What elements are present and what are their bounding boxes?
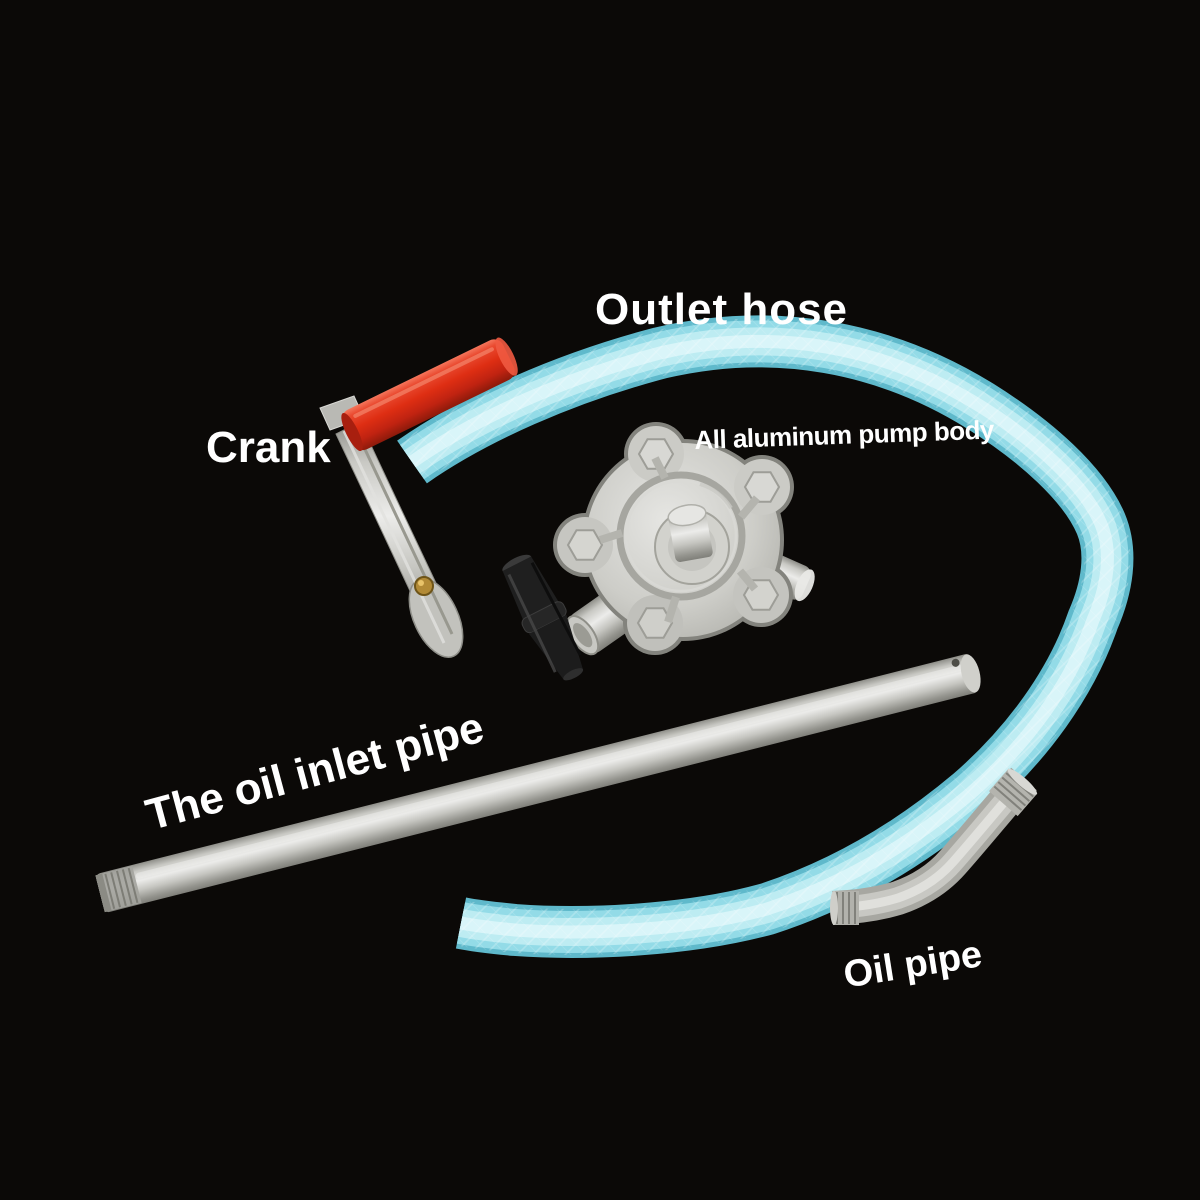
hex-bolt	[743, 471, 781, 503]
oil-inlet-pipe	[95, 654, 981, 913]
rubber-cone-connector	[502, 554, 584, 681]
pump-body	[553, 422, 815, 656]
elbow-thread-left	[830, 891, 859, 925]
elbow-thread-top	[988, 768, 1038, 817]
brass-screw	[414, 576, 434, 596]
outlet-hose	[397, 315, 1134, 958]
hex-bolt	[636, 607, 674, 639]
hand-crank	[319, 337, 518, 658]
label-crank: Crank	[206, 423, 331, 472]
pipe-end-hole	[951, 658, 960, 667]
label-outlet-hose: Outlet hose	[595, 285, 849, 334]
pump-shaft	[667, 504, 713, 562]
crank-handle	[341, 337, 518, 452]
oil-pipe-elbow	[830, 767, 1038, 925]
hex-bolt	[566, 529, 604, 561]
